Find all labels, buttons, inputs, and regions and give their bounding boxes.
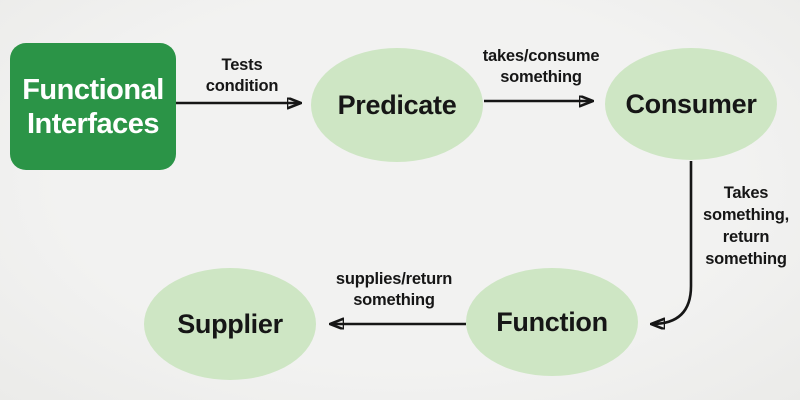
node-consumer: Consumer [605,48,777,160]
node-supplier-label: Supplier [177,308,283,339]
edge-label-tests-condition: Tests condition [205,56,279,95]
node-function-label: Function [496,306,608,337]
edge-label-takes-something-return-something: Takes something, return something [702,184,789,268]
node-function: Function [466,268,638,376]
node-predicate: Predicate [311,48,483,162]
node-predicate-label: Predicate [337,89,457,120]
node-functional-interfaces-label: Functional Interfaces [22,73,164,140]
arrow-consumer-to-function [652,161,693,324]
node-functional-interfaces: Functional Interfaces [10,43,176,170]
edge-label-supplies-return-something: supplies/return something [335,270,453,309]
node-supplier: Supplier [144,268,316,380]
edge-label-takes-consume-something: takes/consume something [482,47,600,86]
node-consumer-label: Consumer [625,88,757,119]
